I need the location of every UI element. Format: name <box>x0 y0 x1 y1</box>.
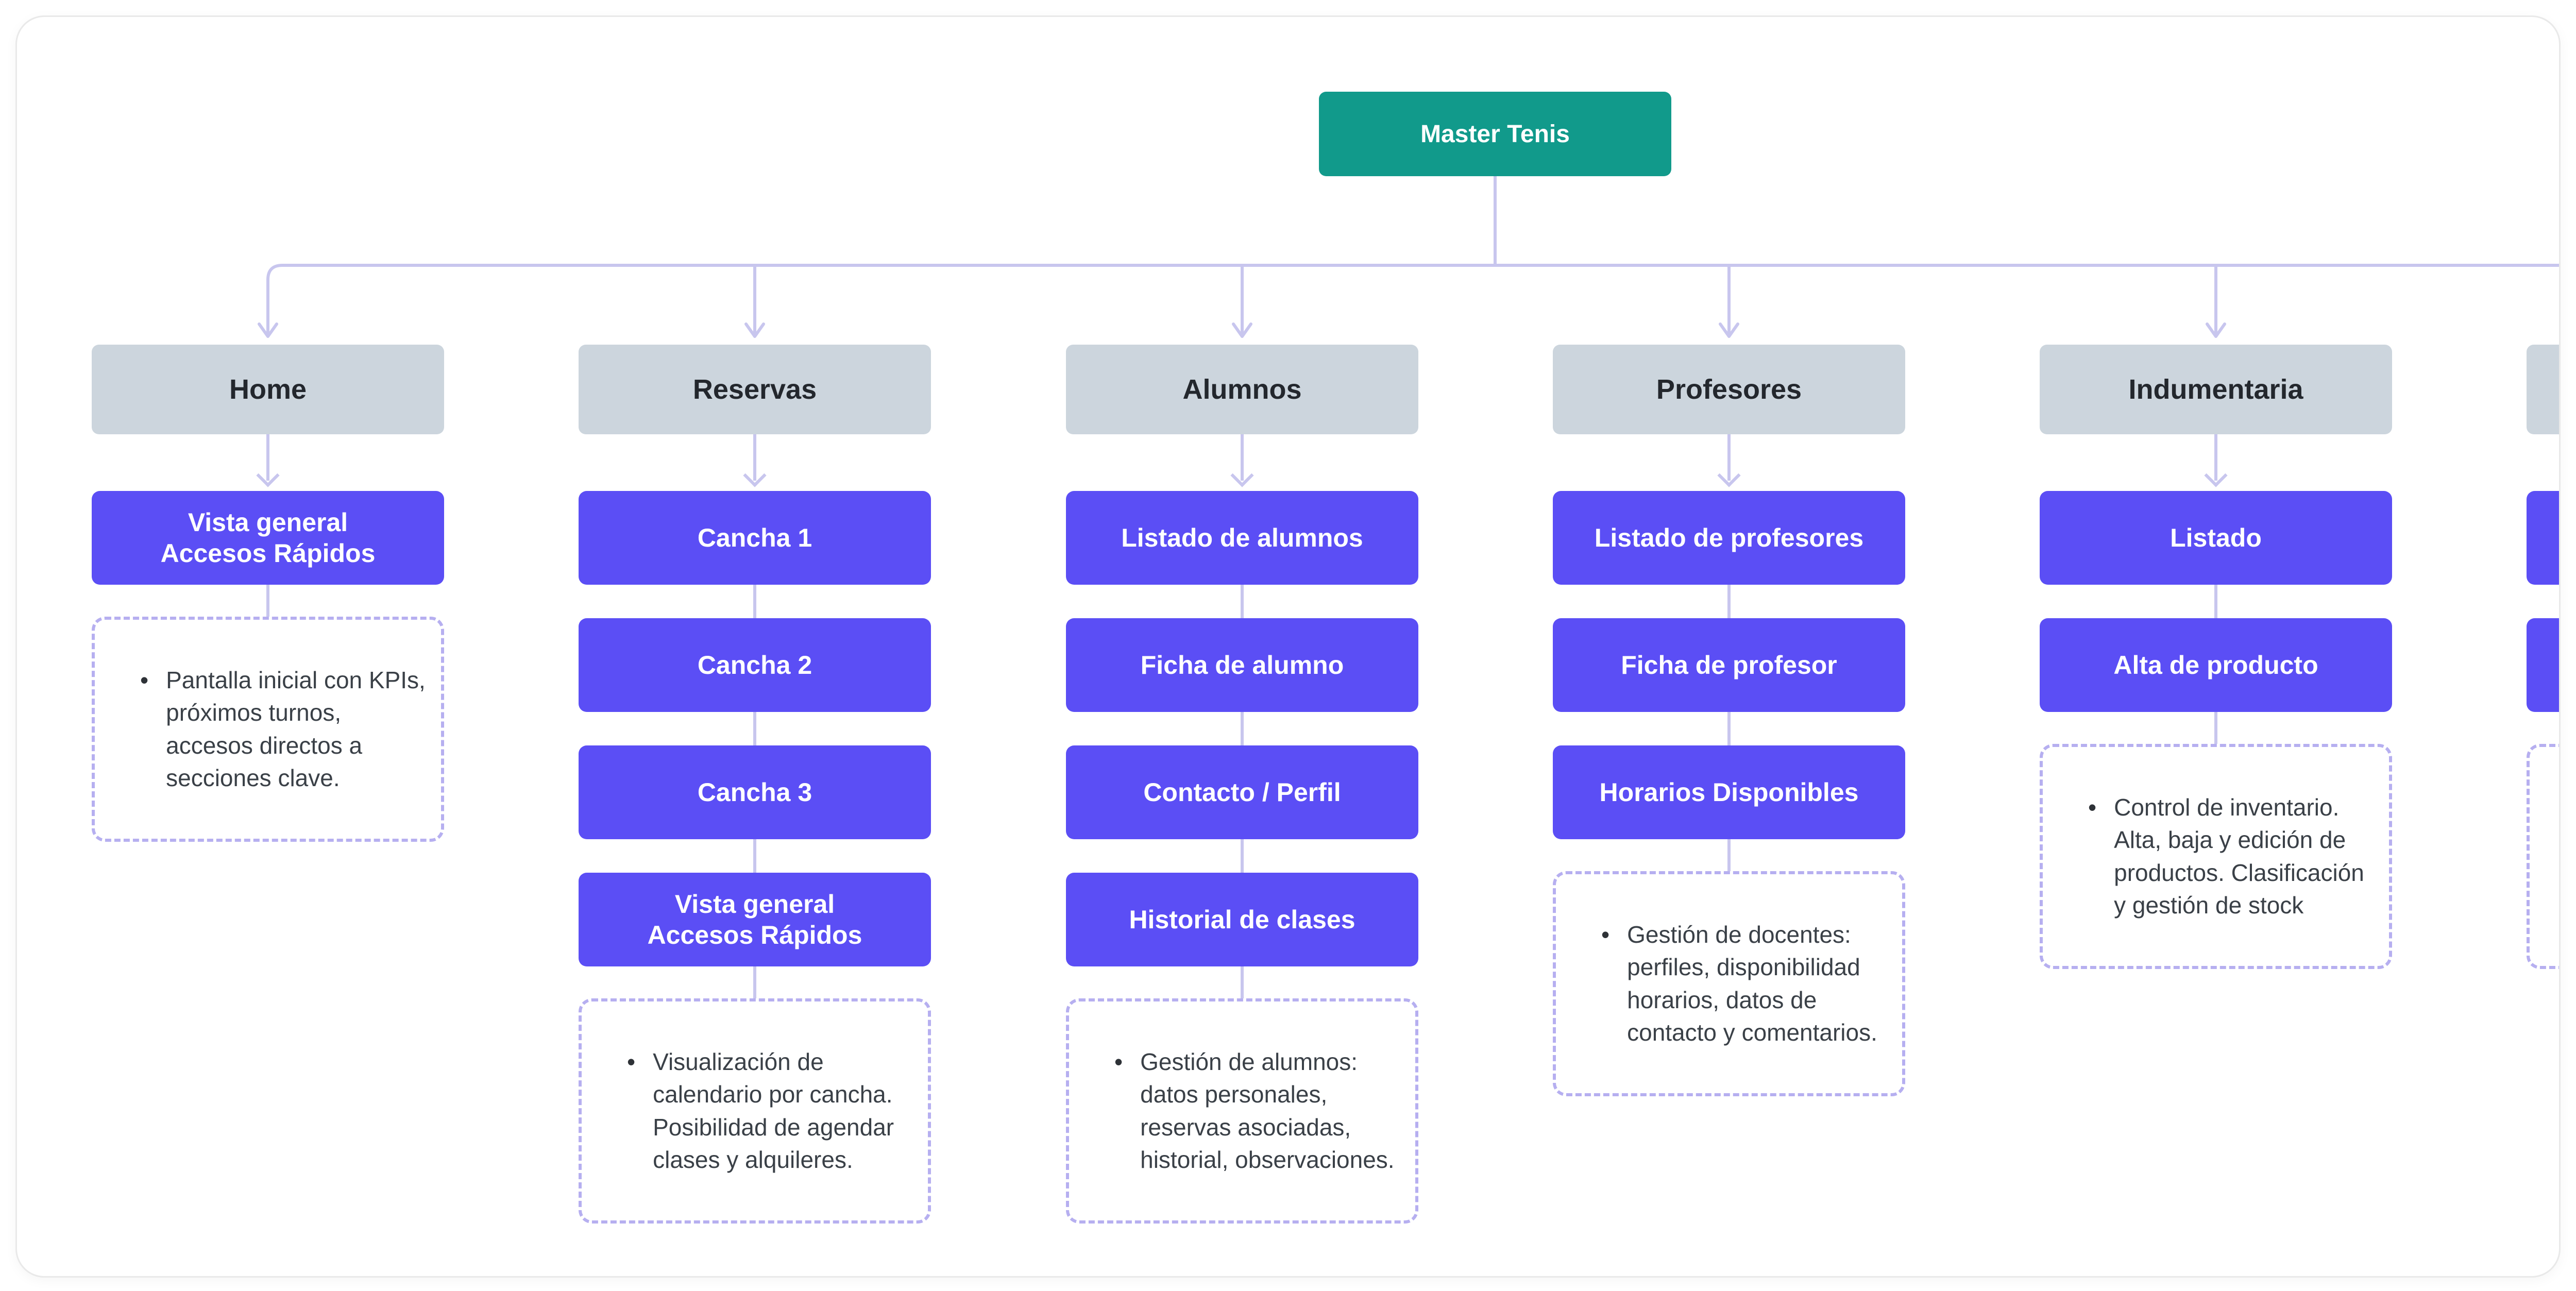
section-header-home: Home <box>92 345 444 434</box>
arrow-connector <box>1066 434 1418 491</box>
branch-rail <box>266 264 2559 334</box>
note-text: Visualización de calendario por cancha. … <box>653 1048 894 1173</box>
note-text: Control de inventario. Alta, baja y edic… <box>2114 793 2364 919</box>
column-administracion: Administración Usuarios del sistema Role… <box>2527 345 2559 969</box>
bullet-icon: • <box>1601 921 1610 948</box>
note-profesores: • Gestión de docentes: perfiles, disponi… <box>1553 871 1905 1096</box>
arrowhead-icon <box>744 322 765 338</box>
bullet-icon: • <box>1114 1048 1123 1075</box>
node-usuarios-del-sistema: Usuarios del sistema <box>2527 491 2559 585</box>
arrow-connector <box>92 434 444 491</box>
line-connector <box>579 585 931 618</box>
line-connector <box>1066 712 1418 745</box>
section-header-administracion: Administración <box>2527 345 2559 434</box>
column-indumentaria: Indumentaria Listado Alta de producto • … <box>2040 345 2392 969</box>
node-cancha-2: Cancha 2 <box>579 618 931 712</box>
arrowhead-icon <box>258 322 278 338</box>
line-connector <box>579 839 931 873</box>
note-alumnos: • Gestión de alumnos: datos personales, … <box>1066 998 1418 1224</box>
line-connector <box>1553 712 1905 745</box>
column-reservas: Reservas Cancha 1 Cancha 2 Cancha 3 Vist… <box>579 345 931 1224</box>
line-connector <box>1553 585 1905 618</box>
arrowhead-icon <box>1232 322 1252 338</box>
section-header-indumentaria: Indumentaria <box>2040 345 2392 434</box>
node-roles-y-permisos: Roles y permisos <box>2527 618 2559 712</box>
bullet-icon: • <box>627 1048 636 1075</box>
root-node-master-tenis: Master Tenis <box>1319 92 1671 176</box>
note-indumentaria: • Control de inventario. Alta, baja y ed… <box>2040 744 2392 969</box>
node-historial-de-clases: Historial de clases <box>1066 873 1418 966</box>
node-contacto-perfil: Contacto / Perfil <box>1066 745 1418 839</box>
bullet-icon: • <box>140 666 149 693</box>
column-profesores: Profesores Listado de profesores Ficha d… <box>1553 345 1905 1096</box>
line-connector <box>2527 585 2559 618</box>
note-text: Gestión de docentes: perfiles, disponibi… <box>1627 921 1877 1046</box>
section-header-profesores: Profesores <box>1553 345 1905 434</box>
line-connector <box>2527 712 2559 744</box>
column-alumnos: Alumnos Listado de alumnos Ficha de alum… <box>1066 345 1418 1224</box>
node-ficha-de-profesor: Ficha de profesor <box>1553 618 1905 712</box>
arrowhead-icon <box>1719 322 1739 338</box>
line-connector <box>1066 966 1418 998</box>
diagram-canvas: Master Tenis Home Vista general Accesos … <box>15 15 2561 1278</box>
note-reservas: • Visualización de calendario por cancha… <box>579 998 931 1224</box>
node-ficha-de-alumno: Ficha de alumno <box>1066 618 1418 712</box>
column-home: Home Vista general Accesos Rápidos • Pan… <box>92 345 444 842</box>
line-connector <box>579 712 931 745</box>
line-connector <box>579 966 931 998</box>
note-home: • Pantalla inicial con KPIs, próximos tu… <box>92 617 444 842</box>
line-connector <box>2040 712 2392 744</box>
note-administracion: • Configuración de usuarios, accesos al … <box>2527 744 2559 969</box>
node-alta-de-producto: Alta de producto <box>2040 618 2392 712</box>
section-header-reservas: Reservas <box>579 345 931 434</box>
arrow-connector <box>2040 434 2392 491</box>
arrow-connector <box>1553 434 1905 491</box>
line-connector <box>2040 585 2392 618</box>
node-cancha-3: Cancha 3 <box>579 745 931 839</box>
node-vista-general-home: Vista general Accesos Rápidos <box>92 491 444 585</box>
line-connector <box>1066 585 1418 618</box>
arrow-connector <box>579 434 931 491</box>
bullet-icon: • <box>2088 793 2097 821</box>
line-connector <box>1553 839 1905 871</box>
node-listado-de-alumnos: Listado de alumnos <box>1066 491 1418 585</box>
section-header-alumnos: Alumnos <box>1066 345 1418 434</box>
node-vista-general-reservas: Vista general Accesos Rápidos <box>579 873 931 966</box>
line-connector <box>1066 839 1418 873</box>
note-text: Gestión de alumnos: datos personales, re… <box>1140 1048 1395 1173</box>
node-horarios-disponibles: Horarios Disponibles <box>1553 745 1905 839</box>
arrow-connector <box>2527 434 2559 491</box>
line-connector <box>92 585 444 617</box>
note-text: Pantalla inicial con KPIs, próximos turn… <box>166 666 426 791</box>
node-listado-de-profesores: Listado de profesores <box>1553 491 1905 585</box>
node-listado: Listado <box>2040 491 2392 585</box>
node-cancha-1: Cancha 1 <box>579 491 931 585</box>
arrowhead-icon <box>2206 322 2226 338</box>
